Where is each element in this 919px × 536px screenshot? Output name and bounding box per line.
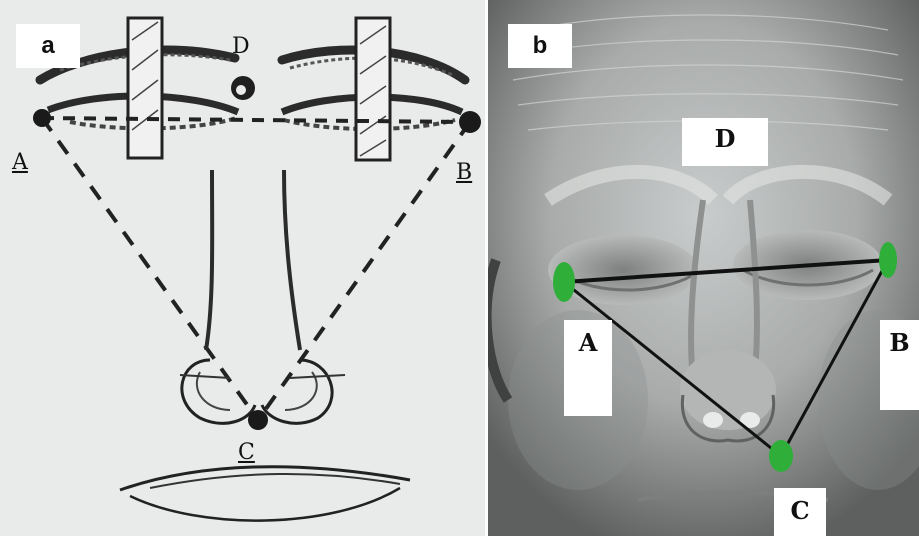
a-c-dashed-line bbox=[42, 118, 258, 420]
point-a-box: A bbox=[564, 320, 612, 416]
left-hatched-bar bbox=[128, 18, 162, 158]
left-nostril-hole bbox=[703, 412, 723, 428]
nose-bridge-left bbox=[206, 170, 212, 350]
point-d-label: D bbox=[715, 124, 736, 153]
panel-b-label: b bbox=[508, 24, 572, 68]
point-b-box: B bbox=[880, 320, 919, 410]
nose-bridge-right bbox=[284, 170, 300, 350]
point-c-label: C bbox=[790, 496, 809, 525]
point-b-marker bbox=[459, 111, 481, 133]
panel-a-label: a bbox=[16, 24, 80, 68]
point-c-marker bbox=[769, 440, 793, 472]
point-a-marker bbox=[33, 109, 51, 127]
panel-b-3d-render: b D A B C bbox=[488, 0, 919, 536]
point-d-label: D bbox=[232, 36, 250, 58]
right-nostril bbox=[262, 360, 332, 423]
point-a-marker bbox=[553, 262, 575, 302]
right-hatched-bar bbox=[356, 18, 390, 160]
point-b-label: B bbox=[456, 162, 472, 184]
point-b-marker bbox=[879, 242, 897, 278]
face-3d-render bbox=[488, 0, 919, 536]
lower-lip bbox=[130, 488, 400, 521]
left-nostril bbox=[182, 360, 255, 423]
point-a-label: A bbox=[579, 328, 598, 357]
panel-a-line-drawing: a A B C D bbox=[0, 0, 485, 536]
point-c-label: C bbox=[238, 442, 255, 464]
a-b-dashed-line bbox=[42, 118, 470, 122]
point-a-label: A bbox=[12, 152, 28, 174]
point-c-box: C bbox=[774, 488, 826, 536]
point-d-box: D bbox=[682, 118, 768, 166]
nose-tip bbox=[680, 350, 776, 430]
point-b-label: B bbox=[889, 328, 909, 357]
point-c-marker bbox=[248, 410, 268, 430]
lip-line bbox=[150, 474, 400, 488]
